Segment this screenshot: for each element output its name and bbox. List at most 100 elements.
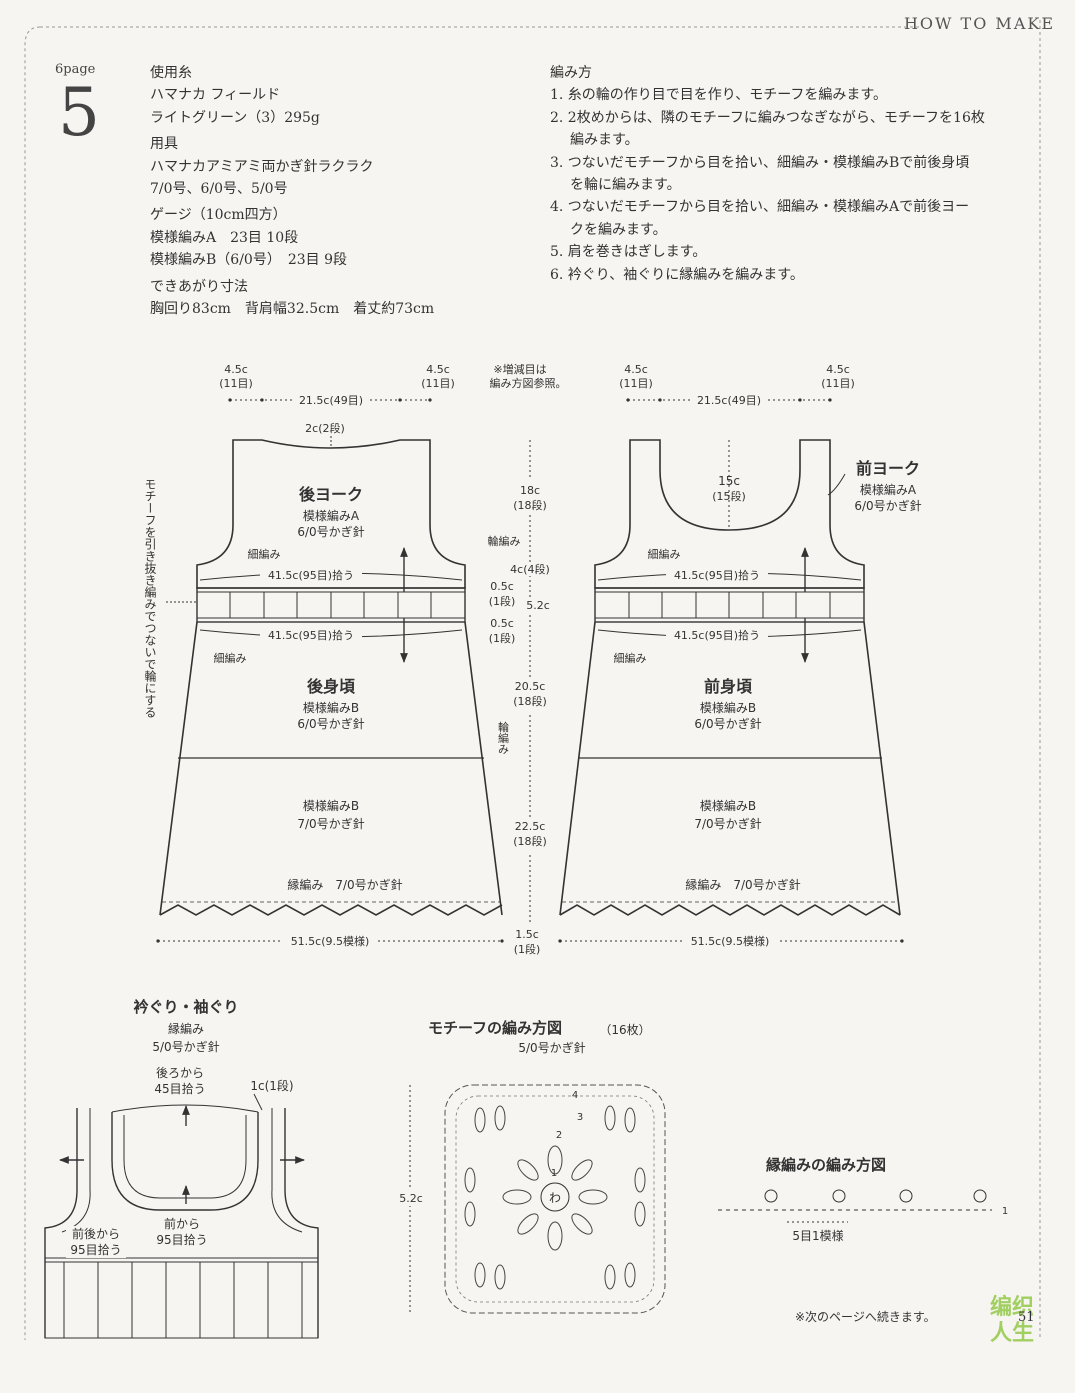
back-top-dimensions: 4.5c (11目) 4.5c (11目) 21.5c(49目) <box>219 363 455 407</box>
svg-text:3: 3 <box>577 1112 583 1123</box>
svg-text:6/0号かぎ針: 6/0号かぎ針 <box>854 498 921 513</box>
svg-text:細編み: 細編み <box>248 547 281 561</box>
svg-text:6/0号かぎ針: 6/0号かぎ針 <box>297 524 364 539</box>
svg-text:4.5c: 4.5c <box>826 363 850 376</box>
svg-text:(18段): (18段) <box>513 498 547 512</box>
svg-text:4.5c: 4.5c <box>224 363 248 376</box>
yarn-title: 使用糸 <box>150 65 192 81</box>
svg-text:21.5c(49目): 21.5c(49目) <box>697 394 761 407</box>
motif-chart: モチーフの編み方図 （16枚） 5/0号かぎ針 5.2c わ <box>398 1019 666 1314</box>
page-border <box>24 20 1041 1340</box>
svg-text:5.2c: 5.2c <box>399 1192 423 1205</box>
svg-text:6/0号かぎ針: 6/0号かぎ針 <box>694 716 761 731</box>
step-6: 6. 衿ぐり、袖ぐりに縁編みを編みます。 <box>550 266 804 283</box>
step-2-cont: 編みます。 <box>570 132 639 149</box>
svg-text:95目拾う: 95目拾う <box>156 1232 207 1247</box>
svg-text:41.5c(95目)拾う: 41.5c(95目)拾う <box>674 568 760 582</box>
svg-text:95目拾う: 95目拾う <box>70 1242 121 1257</box>
yarn-color: ライトグリーン（3）295g <box>150 109 320 126</box>
svg-text:輪編み: 輪編み <box>497 720 510 754</box>
note-increase: ※増減目は 編み方図参照。 <box>490 362 567 390</box>
svg-text:模様編みB: 模様編みB <box>303 700 359 715</box>
join-note: モチーフを引き抜き編みでつないで輪にする <box>143 478 197 718</box>
svg-text:0.5c: 0.5c <box>490 580 514 593</box>
section-header: HOW TO MAKE <box>903 14 1055 33</box>
svg-text:(11目): (11目) <box>219 377 253 390</box>
pattern-number: 5 <box>58 74 100 151</box>
gauge-a: 模様編みA 23目 10段 <box>150 229 299 246</box>
step-1: 1. 糸の輪の作り目で目を作り、モチーフを編みます。 <box>550 87 888 104</box>
svg-text:4.5c: 4.5c <box>624 363 648 376</box>
step-3-cont: を輪に編みます。 <box>570 177 681 194</box>
svg-text:7/0号かぎ針: 7/0号かぎ針 <box>694 816 761 831</box>
svg-text:20.5c: 20.5c <box>515 680 546 693</box>
instructions-title: 編み方 <box>550 65 592 81</box>
svg-text:2: 2 <box>556 1130 562 1141</box>
svg-text:模様編みB: 模様編みB <box>700 798 756 813</box>
svg-text:4c(4段): 4c(4段) <box>510 562 550 576</box>
svg-text:後身頃: 後身頃 <box>307 677 356 696</box>
svg-text:51.5c(9.5模様): 51.5c(9.5模様) <box>291 934 370 948</box>
svg-text:前ヨーク: 前ヨーク <box>856 459 920 478</box>
front-piece: 15c (15段) 前ヨーク 模様編みA 6/0号かぎ針 細編み 41.5c(9… <box>558 439 922 948</box>
svg-text:後ヨーク: 後ヨーク <box>299 485 363 504</box>
svg-text:4: 4 <box>572 1090 578 1101</box>
page-number: 51 <box>1018 1310 1035 1325</box>
svg-text:編み方図参照。: 編み方図参照。 <box>490 376 567 390</box>
svg-text:モチーフを引き抜き編みでつないで輪にする: モチーフを引き抜き編みでつないで輪にする <box>143 478 157 718</box>
neckline-diagram: 衿ぐり・袖ぐり 縁編み 5/0号かぎ針 後ろから 45目拾う <box>44 998 319 1339</box>
svg-text:(11目): (11目) <box>821 377 855 390</box>
svg-text:縁編み 7/0号かぎ針: 縁編み 7/0号かぎ針 <box>685 877 800 892</box>
svg-text:模様編みB: 模様編みB <box>700 700 756 715</box>
edging-chart-title: 縁編みの編み方図 <box>766 1156 886 1174</box>
edging-chart: 縁編みの編み方図 5目1模様 1 <box>718 1156 1008 1243</box>
svg-text:41.5c(95目)拾う: 41.5c(95目)拾う <box>268 568 354 582</box>
svg-text:細編み: 細編み <box>614 651 647 665</box>
svg-text:(11目): (11目) <box>421 377 455 390</box>
svg-text:1.5c: 1.5c <box>515 928 539 941</box>
svg-text:21.5c(49目): 21.5c(49目) <box>299 394 363 407</box>
svg-text:15c: 15c <box>718 474 740 488</box>
center-dimensions: 18c (18段) 4c(4段) 0.5c (1段) 5.2c 0.5c (1段… <box>488 440 552 956</box>
front-top-dimensions: 4.5c (11目) 4.5c (11目) 21.5c(49目) <box>619 363 855 407</box>
svg-text:輪編み: 輪編み <box>488 534 521 548</box>
svg-text:4.5c: 4.5c <box>426 363 450 376</box>
size-values: 胸回り83cm 背肩幅32.5cm 着丈約73cm <box>150 301 435 318</box>
svg-text:（16枚）: （16枚） <box>599 1022 650 1037</box>
gauge-b: 模様編みB（6/0号） 23目 9段 <box>150 252 347 269</box>
motif-title: モチーフの編み方図 <box>428 1019 562 1037</box>
step-5: 5. 肩を巻きはぎします。 <box>550 244 707 261</box>
svg-text:6/0号かぎ針: 6/0号かぎ針 <box>297 716 364 731</box>
svg-text:わ: わ <box>549 1191 561 1205</box>
back-piece: 後ヨーク 模様編みA 6/0号かぎ針 細編み 41.5c(95目)拾う 41.5… <box>156 439 504 948</box>
svg-text:前から: 前から <box>164 1216 200 1231</box>
svg-text:(1段): (1段) <box>489 594 516 608</box>
size-title: できあがり寸法 <box>150 278 248 295</box>
instructions-block: 編み方 1. 糸の輪の作り目で目を作り、モチーフを編みます。 2. 2枚めからは… <box>550 62 1050 286</box>
svg-text:1: 1 <box>1002 1206 1008 1217</box>
svg-text:後ろから: 後ろから <box>156 1066 204 1080</box>
svg-text:5目1模様: 5目1模様 <box>792 1229 843 1243</box>
svg-text:縁編み 7/0号かぎ針: 縁編み 7/0号かぎ針 <box>287 877 402 892</box>
svg-text:5/0号かぎ針: 5/0号かぎ針 <box>152 1039 219 1054</box>
svg-text:縁編み: 縁編み <box>168 1021 204 1036</box>
svg-text:(15段): (15段) <box>712 489 746 503</box>
svg-text:45目拾う: 45目拾う <box>154 1081 205 1096</box>
svg-text:22.5c: 22.5c <box>515 820 546 833</box>
tools-sizes: 7/0号、6/0号、5/0号 <box>150 181 288 198</box>
svg-text:2c(2段): 2c(2段) <box>305 421 345 435</box>
svg-text:(18段): (18段) <box>513 694 547 708</box>
svg-text:51.5c(9.5模様): 51.5c(9.5模様) <box>691 934 770 948</box>
step-4: 4. つないだモチーフから目を拾い、細編み・模様編みAで前後ヨー <box>550 199 970 216</box>
svg-text:5.2c: 5.2c <box>526 599 550 612</box>
neckline-title: 衿ぐり・袖ぐり <box>133 998 238 1016</box>
svg-text:5/0号かぎ針: 5/0号かぎ針 <box>518 1040 585 1055</box>
tools-name: ハマナカアミアミ両かぎ針ラクラク <box>150 158 374 175</box>
svg-text:前後から: 前後から <box>72 1226 120 1241</box>
svg-text:模様編みA: 模様編みA <box>860 482 917 497</box>
tools-title: 用具 <box>150 136 178 153</box>
page-reference: 6page <box>55 62 96 77</box>
svg-text:41.5c(95目)拾う: 41.5c(95目)拾う <box>268 628 354 642</box>
svg-text:(18段): (18段) <box>513 834 547 848</box>
